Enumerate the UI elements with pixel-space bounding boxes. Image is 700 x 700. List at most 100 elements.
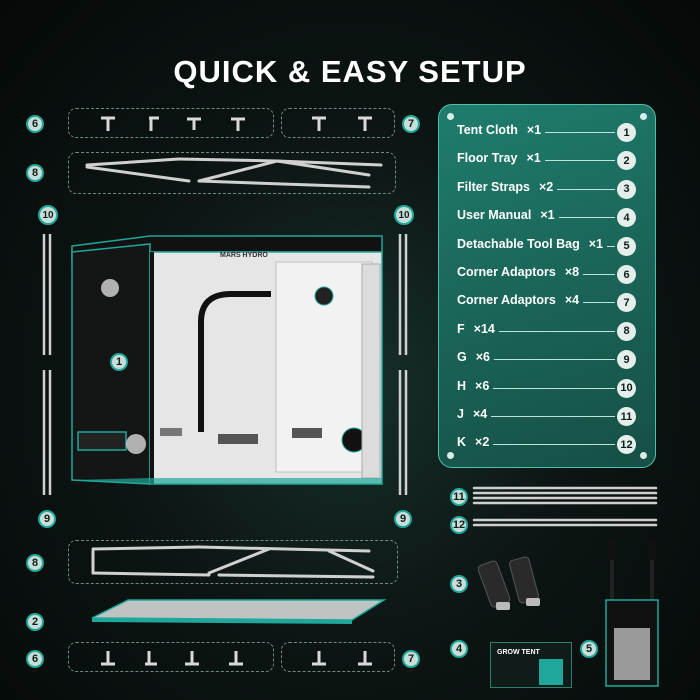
part-leader-line [545, 132, 615, 133]
part-qty: ×8 [564, 265, 580, 279]
part-label: Corner Adaptors [457, 293, 556, 308]
part-qty: ×6 [475, 350, 490, 365]
part-row: Filter Straps ×2 [457, 180, 553, 194]
part-leader-line [493, 387, 615, 389]
part-number-badge: 7 [617, 293, 636, 313]
panel-hole-tl [447, 113, 454, 120]
part-number-badge: 3 [617, 179, 636, 199]
part-qty: ×14 [473, 321, 495, 336]
tent-brand-logo: MARS HYDRO [220, 252, 268, 259]
part-number-badge: 11 [617, 407, 636, 426]
part-leader-line [583, 302, 615, 304]
badge-1: 1 [110, 353, 128, 371]
panel-hole-bl [447, 452, 454, 459]
badge-8-top: 8 [26, 164, 44, 182]
part-label: Detachable Tool Bag [457, 236, 580, 251]
tool-bag-illustration [605, 540, 659, 687]
part-qty: ×1 [526, 151, 541, 166]
part-leader-line [494, 359, 615, 361]
part-number-badge: 4 [617, 208, 636, 228]
badge-6-top: 6 [26, 115, 44, 133]
panel-hole-tr [640, 113, 647, 120]
part-row: Corner Adaptors ×8 [457, 265, 579, 279]
part-leader-line [493, 444, 615, 446]
pole-frame-top [85, 157, 383, 189]
part-label: User Manual [457, 208, 532, 223]
badge-5: 5 [580, 640, 598, 658]
part-label: F [457, 321, 465, 336]
part-qty: ×4 [472, 407, 488, 421]
part-number-badge: 1 [617, 123, 636, 142]
box-label: GROW TENT [497, 649, 540, 656]
part-qty: ×2 [475, 435, 490, 450]
badge-10-right: 10 [394, 205, 414, 225]
grow-tent-illustration [71, 235, 383, 485]
badge-6-bottom: 6 [26, 650, 44, 668]
part-qty: ×2 [538, 179, 554, 194]
badge-7-bottom: 7 [402, 650, 420, 668]
badge-10-left: 10 [38, 205, 58, 225]
part-row: User Manual ×1 [457, 208, 555, 222]
poles-top-group [68, 152, 396, 194]
part-label: Filter Straps [457, 179, 530, 194]
part-label: G [457, 350, 467, 365]
part-label: Corner Adaptors [457, 265, 556, 279]
part-qty: ×4 [564, 293, 580, 308]
part-qty: ×1 [526, 123, 542, 137]
part-row: Corner Adaptors ×4 [457, 293, 579, 307]
part-leader-line [545, 160, 615, 162]
corner-adaptors-bottom-group-7 [281, 642, 395, 672]
part-leader-line [583, 274, 615, 275]
poles-j-k-illustration [472, 486, 658, 527]
part-leader-line [557, 188, 615, 190]
badge-2: 2 [26, 613, 44, 631]
part-row: H ×6 [457, 379, 489, 393]
part-label: Floor Tray [457, 151, 518, 166]
corner-adaptor-icons [101, 116, 245, 131]
side-poles-right [398, 234, 408, 495]
part-leader-line [559, 217, 615, 219]
part-row: Tent Cloth ×1 [457, 123, 541, 137]
badge-11: 11 [450, 488, 468, 506]
part-leader-line [491, 416, 615, 417]
part-number-badge: 2 [617, 151, 636, 171]
part-qty: ×1 [540, 208, 555, 223]
part-leader-line [607, 245, 615, 247]
part-leader-line [499, 330, 615, 332]
part-label: J [457, 407, 464, 421]
corner-adaptors-top-group-7 [281, 108, 395, 138]
pole-frame-bottom [91, 545, 375, 579]
corner-adaptor-t-icons [312, 116, 372, 131]
user-manual-box: GROW TENT [490, 642, 572, 688]
badge-4: 4 [450, 640, 468, 658]
badge-8-bottom: 8 [26, 554, 44, 572]
part-qty: ×6 [475, 378, 490, 393]
part-number-badge: 9 [617, 350, 636, 370]
part-number-badge: 5 [617, 236, 636, 256]
part-row: F ×14 [457, 322, 495, 336]
corner-adaptor-t-bottom-icons [312, 651, 372, 666]
badge-9-right: 9 [394, 510, 412, 528]
part-number-badge: 6 [617, 265, 636, 284]
badge-12: 12 [450, 516, 468, 534]
part-qty: ×1 [588, 236, 603, 251]
side-poles-left [42, 234, 52, 495]
part-label: K [457, 435, 467, 450]
corner-adaptors-top-group [68, 108, 274, 138]
part-row: K ×2 [457, 435, 489, 449]
part-number-badge: 10 [617, 378, 636, 398]
page-title: QUICK & EASY SETUP [173, 54, 527, 89]
badge-7-top: 7 [402, 115, 420, 133]
part-label: Tent Cloth [457, 123, 518, 137]
part-row: Detachable Tool Bag ×1 [457, 237, 603, 251]
badge-3: 3 [450, 575, 468, 593]
part-number-badge: 12 [617, 435, 636, 455]
filter-straps-illustration [478, 556, 540, 610]
box-tent-image [539, 659, 563, 685]
part-row: Floor Tray ×1 [457, 151, 541, 165]
panel-hole-br [640, 452, 647, 459]
badge-9-left: 9 [38, 510, 56, 528]
part-label: H [457, 378, 467, 393]
floor-tray-illustration [91, 599, 387, 624]
